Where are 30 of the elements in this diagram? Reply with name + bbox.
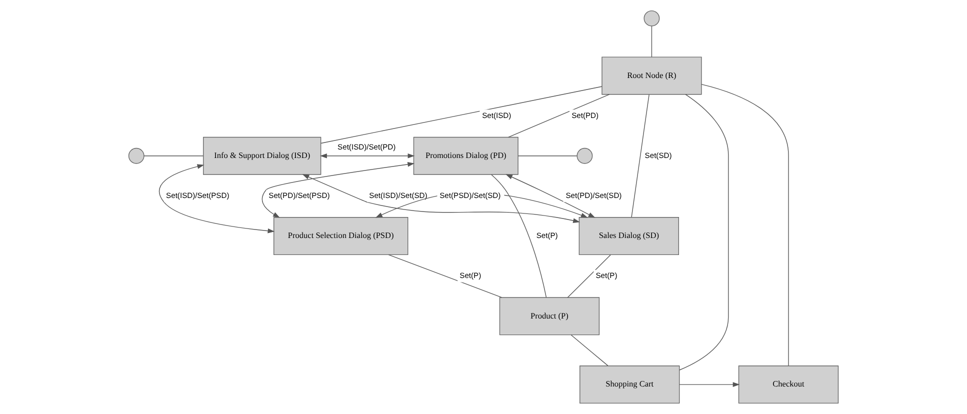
connector xyxy=(567,254,612,298)
arrow xyxy=(158,164,275,234)
node-circle xyxy=(644,10,660,26)
edge-label: Set(SD) xyxy=(644,150,672,160)
connector xyxy=(388,254,502,298)
edge-label: Set(ISD)/Set(PSD) xyxy=(166,190,230,200)
edge-label: Set(P) xyxy=(536,230,558,240)
connector xyxy=(651,26,652,58)
arrow xyxy=(262,162,415,218)
edge-label: Set(ISD)/Set(SD) xyxy=(369,190,428,200)
connector xyxy=(570,334,608,366)
connector xyxy=(701,84,789,366)
connector xyxy=(508,94,610,138)
edge-label: Set(ISD) xyxy=(482,110,512,120)
edge-label: Set(P) xyxy=(460,271,482,280)
connector xyxy=(631,94,650,218)
arrow xyxy=(320,153,415,158)
edge-label: Set(ISD)/Set(PD) xyxy=(338,142,396,152)
node-circle xyxy=(576,148,593,164)
edge-label: Set(PD) xyxy=(572,110,599,120)
arrow xyxy=(302,174,580,223)
edge-label: Set(PD)/Set(PSD) xyxy=(268,190,330,200)
edge-label: Set(PSD)/Set(SD) xyxy=(440,190,501,200)
arrow xyxy=(679,382,740,387)
connector xyxy=(491,174,547,298)
edge-label: Set(P) xyxy=(596,271,618,280)
node-circle xyxy=(128,148,144,164)
edge-label: Set(PD)/Set(SD) xyxy=(566,190,622,200)
arrow xyxy=(506,174,596,218)
connector xyxy=(679,94,729,370)
